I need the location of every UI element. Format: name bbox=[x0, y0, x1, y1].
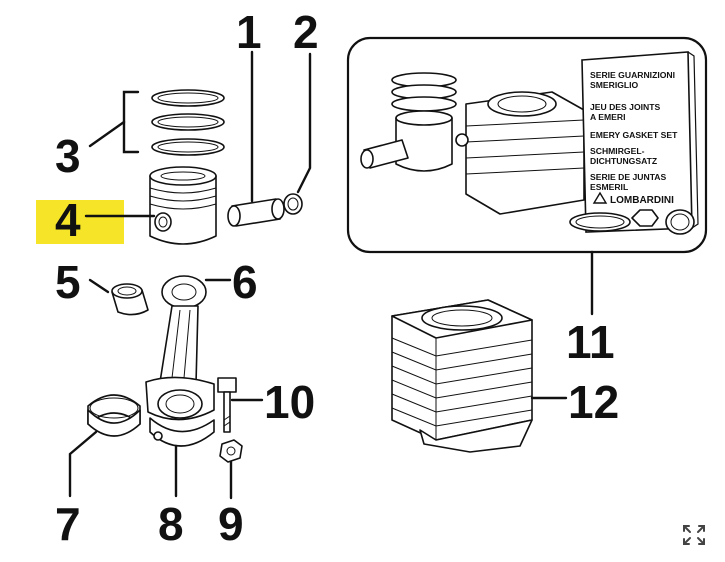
connecting-rod-part[interactable] bbox=[145, 275, 215, 421]
kit-cylinder-part bbox=[455, 91, 585, 215]
kit-piston-part bbox=[360, 72, 457, 172]
callout-12: 12 bbox=[568, 376, 619, 428]
circlip-part[interactable] bbox=[283, 193, 303, 215]
callout-4: 4 bbox=[55, 194, 81, 246]
callout-7: 7 bbox=[55, 498, 81, 550]
bearing-shells-part[interactable] bbox=[87, 394, 141, 437]
callout-6: 6 bbox=[232, 256, 258, 308]
brand-lombardini: LOMBARDINI bbox=[610, 195, 674, 206]
callout-4-highlight bbox=[36, 200, 124, 244]
expand-button[interactable] bbox=[680, 522, 708, 548]
card-line-6: SCHMIRGEL- bbox=[590, 146, 645, 156]
callout-9: 9 bbox=[218, 498, 244, 550]
callout-3: 3 bbox=[55, 130, 81, 182]
card-line-4: A EMERI bbox=[590, 112, 626, 122]
piston-rings-part[interactable] bbox=[151, 89, 225, 156]
rod-bolt-part[interactable] bbox=[217, 377, 237, 433]
card-line-1: SERIE GUARNIZIONI bbox=[590, 70, 675, 80]
lombardini-logo-icon bbox=[592, 191, 608, 204]
card-line-9: ESMERIL bbox=[590, 182, 628, 192]
card-line-7: DICHTUNGSATZ bbox=[590, 156, 657, 166]
callout-1: 1 bbox=[236, 6, 262, 58]
callout-2: 2 bbox=[293, 6, 319, 58]
card-line-8: SERIE DE JUNTAS bbox=[590, 172, 667, 182]
gasket-set-card: SERIE GUARNIZIONI SMERIGLIO JEU DES JOIN… bbox=[581, 51, 699, 233]
callout-11: 11 bbox=[566, 316, 615, 368]
expand-icon bbox=[683, 525, 705, 545]
card-line-2: SMERIGLIO bbox=[590, 80, 639, 90]
kit-gaskets-part bbox=[569, 209, 695, 235]
callout-8: 8 bbox=[158, 498, 184, 550]
cylinder-part[interactable] bbox=[391, 299, 533, 453]
rod-nut-part[interactable] bbox=[219, 439, 243, 463]
piston-part[interactable] bbox=[149, 166, 217, 245]
callout-10: 10 bbox=[264, 376, 315, 428]
card-line-5: EMERY GASKET SET bbox=[590, 130, 678, 140]
bushing-part[interactable] bbox=[111, 283, 149, 316]
card-line-3: JEU DES JOINTS bbox=[590, 102, 660, 112]
piston-pin-part[interactable] bbox=[227, 198, 285, 227]
rod-cap-part[interactable] bbox=[149, 417, 215, 447]
callout-5: 5 bbox=[55, 256, 81, 308]
